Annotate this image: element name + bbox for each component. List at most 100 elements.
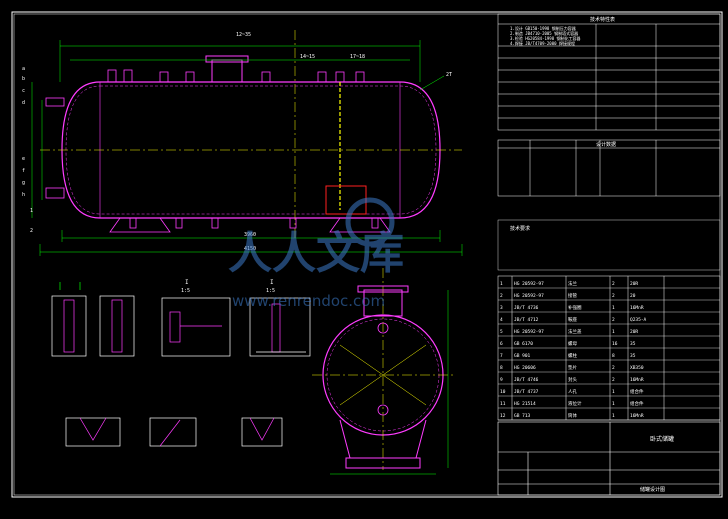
end-view	[312, 268, 454, 475]
parts-cell-name: 螺柱	[568, 352, 577, 359]
weld-detail-3	[241, 417, 283, 447]
parts-cell-code: GB 6170	[514, 341, 533, 347]
callout-top-3: 17~18	[350, 54, 365, 60]
parts-cell-no: 2	[500, 293, 503, 299]
callout-left-1: 1	[30, 208, 33, 214]
parts-cell-no: 4	[500, 317, 503, 323]
parts-cell-qty: 1	[612, 305, 615, 311]
parts-cell-name: 封头	[568, 376, 577, 383]
parts-cell-no: 5	[500, 329, 503, 335]
end-view-manhole	[363, 289, 403, 317]
end-view-manhole-flange	[357, 285, 409, 293]
bottom-dimension-chain	[39, 230, 463, 256]
detail-ladder-right	[99, 295, 135, 357]
title-block	[497, 421, 721, 496]
notes-block	[497, 219, 721, 271]
parts-cell-no: 7	[500, 353, 503, 359]
parts-cell-code: HG 20592-97	[514, 293, 544, 299]
parts-cell-qty: 2	[612, 281, 615, 287]
detail-views: I 1:5 I 1:5	[51, 279, 311, 447]
tech-row-3: 3.检验 HG20584-1998 钢制化工容器	[510, 35, 581, 41]
parts-cell-qty: 2	[612, 317, 615, 323]
parts-cell-no: 1	[500, 281, 503, 287]
detail-section-2: I 1:5	[249, 279, 311, 357]
drawing-frame-outer	[11, 11, 723, 498]
section-2-title: I	[270, 279, 274, 286]
parts-cell-name: 螺母	[568, 340, 577, 347]
main-elevation-view: a b c d e f g h 12~35 14~15 17~18 2T 1 2…	[22, 30, 463, 256]
nozzle-table	[497, 139, 721, 197]
callout-top-1: 12~35	[236, 32, 251, 38]
parts-cell-mat: 组合件	[630, 400, 644, 407]
parts-cell-code: HG 20592-97	[514, 329, 544, 335]
dim-overall-length: 4150	[244, 246, 256, 252]
watermark: 人人文库 www.renrendoc.com	[228, 197, 404, 310]
product-name: 卧式储罐	[650, 435, 674, 443]
tech-row-2: 2.制造 JB4710-2005 钢制塔式容器	[510, 30, 578, 36]
parts-cell-code: GB 713	[514, 413, 531, 419]
parts-cell-mat: 20	[630, 293, 636, 299]
nozzle-table-header: 设计数据	[596, 141, 616, 148]
end-view-port-lower	[377, 404, 389, 416]
top-nozzles	[107, 69, 365, 83]
manhole-flange	[205, 55, 249, 63]
parts-cell-code: JB/T 4737	[514, 389, 539, 395]
left-label-g: g	[22, 180, 25, 186]
end-view-port-upper	[377, 322, 389, 334]
parts-cell-qty: 1	[612, 401, 615, 407]
parts-cell-mat: 20R	[630, 281, 638, 287]
end-view-base-plate	[345, 457, 421, 469]
parts-cell-code: GB 901	[514, 353, 531, 359]
parts-cell-mat: 35	[630, 341, 636, 347]
parts-cell-code: HG 20592-97	[514, 281, 544, 287]
parts-cell-qty: 1	[612, 389, 615, 395]
tech-spec-header: 技术特性表	[590, 16, 615, 23]
parts-cell-code: HG 21514	[514, 401, 536, 407]
parts-cell-name: 液位计	[568, 400, 582, 407]
left-dimension-chain	[31, 82, 43, 218]
parts-cell-mat: Q235-A	[630, 317, 647, 323]
left-label-b: b	[22, 76, 25, 82]
left-label-f: f	[22, 168, 25, 174]
parts-cell-qty: 1	[612, 329, 615, 335]
left-label-a: a	[22, 66, 25, 72]
parts-cell-qty: 2	[612, 377, 615, 383]
parts-cell-no: 9	[500, 377, 503, 383]
callout-leader: 2T	[446, 72, 452, 78]
parts-cell-name: 接管	[568, 292, 577, 299]
section-2-scale: 1:5	[266, 288, 275, 294]
tech-spec-table	[497, 13, 721, 131]
side-nozzle-upper	[45, 97, 65, 107]
detail-section-1: I 1:5	[161, 279, 231, 357]
left-label-h: h	[22, 192, 25, 198]
parts-cell-name: 筒体	[568, 412, 577, 419]
weld-detail-2	[149, 417, 197, 447]
parts-cell-name: 补强圈	[568, 304, 582, 311]
bottom-nozzles	[129, 217, 379, 229]
parts-cell-qty: 2	[612, 293, 615, 299]
parts-cell-mat: 组合件	[630, 388, 644, 395]
parts-cell-mat: 20R	[630, 329, 638, 335]
tech-row-1: 1.设计 GB150-1998 钢制压力容器	[510, 25, 576, 31]
callout-top-2: 14~15	[300, 54, 315, 60]
parts-cell-qty: 1	[612, 413, 615, 419]
parts-cell-code: JB/T 4746	[514, 377, 539, 383]
parts-cell-name: 法兰盖	[568, 328, 582, 335]
left-label-c: c	[22, 88, 25, 94]
dim-body-length: 3960	[244, 232, 256, 238]
parts-cell-mat: XB350	[630, 365, 644, 371]
parts-cell-mat: 16MnR	[630, 413, 644, 419]
drawing-number: 储罐设计图	[640, 486, 665, 493]
parts-cell-qty: 16	[612, 341, 618, 347]
notes-header: 技术要求	[510, 225, 530, 232]
parts-cell-qty: 2	[612, 365, 615, 371]
manhole-nozzle	[211, 59, 243, 83]
detail-ladder-left	[51, 282, 87, 357]
parts-cell-qty: 8	[612, 353, 615, 359]
watermark-brand: 人人文库	[228, 228, 404, 279]
saddle-supports	[109, 217, 391, 233]
weld-detail-1	[65, 417, 121, 447]
parts-cell-code: HG 20606	[514, 365, 536, 371]
